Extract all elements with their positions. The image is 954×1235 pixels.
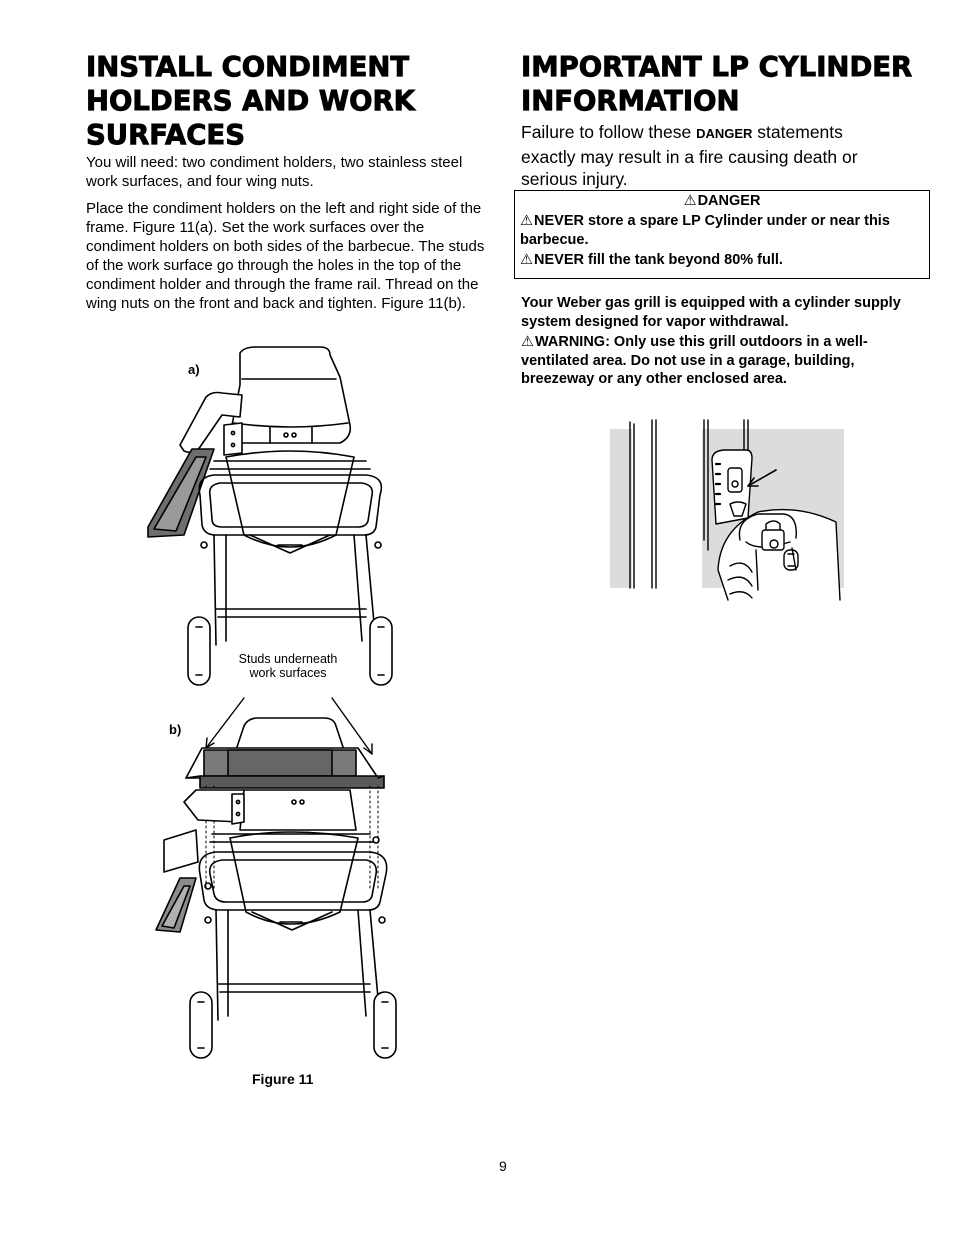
danger-intro-text: Failure to follow these DANGER statement… [521,121,901,191]
supply-system-text: Your Weber gas grill is equipped with a … [521,295,901,330]
ventilation-warning: ⚠WARNING: Only use this grill outdoors i… [521,333,921,389]
warning-triangle-icon: ⚠ [521,334,534,350]
danger-item-spare-cylinder: ⚠NEVER store a spare LP Cylinder under o… [520,212,928,249]
warning-triangle-icon: ⚠ [520,213,533,229]
ventilation-warning-text: WARNING: Only use this grill outdoors in… [521,334,868,387]
warning-triangle-icon: ⚠ [683,193,697,209]
danger-title: ⚠DANGER [515,192,929,211]
warning-triangle-icon: ⚠ [520,252,533,268]
figure-label-a: a) [188,362,200,377]
section-heading-condiment-holders: INSTALL CONDIMENT HOLDERS AND WORK SURFA… [86,51,416,152]
danger-item-text: NEVER fill the tank beyond 80% full. [534,252,783,268]
danger-keyword: DANGER [696,126,753,141]
intro-text-start: Failure to follow these [521,122,697,142]
grill-illustration-b [155,697,397,1059]
lp-cylinder-illustration [610,419,844,601]
danger-item-text: NEVER store a spare LP Cylinder under or… [520,213,890,248]
danger-box: ⚠DANGER ⚠NEVER store a spare LP Cylinder… [514,190,930,279]
materials-paragraph: You will need: two condiment holders, tw… [86,154,463,190]
danger-title-text: DANGER [697,193,761,209]
studs-callout-label: Studs underneath work surfaces [238,652,338,680]
grill-illustration-a [147,346,393,686]
figure-label-b: b) [169,722,182,737]
instructions-paragraph: Place the condiment holders on the left … [86,200,485,312]
intro-text-end: statements exactly may result in a fire … [521,122,858,189]
section-heading-lp-cylinder: IMPORTANT LP CYLINDER INFORMATION [521,51,913,118]
page-number: 9 [499,1158,507,1174]
danger-item-fill-limit: ⚠NEVER fill the tank beyond 80% full. [520,251,928,270]
figure-caption: Figure 11 [252,1071,314,1087]
